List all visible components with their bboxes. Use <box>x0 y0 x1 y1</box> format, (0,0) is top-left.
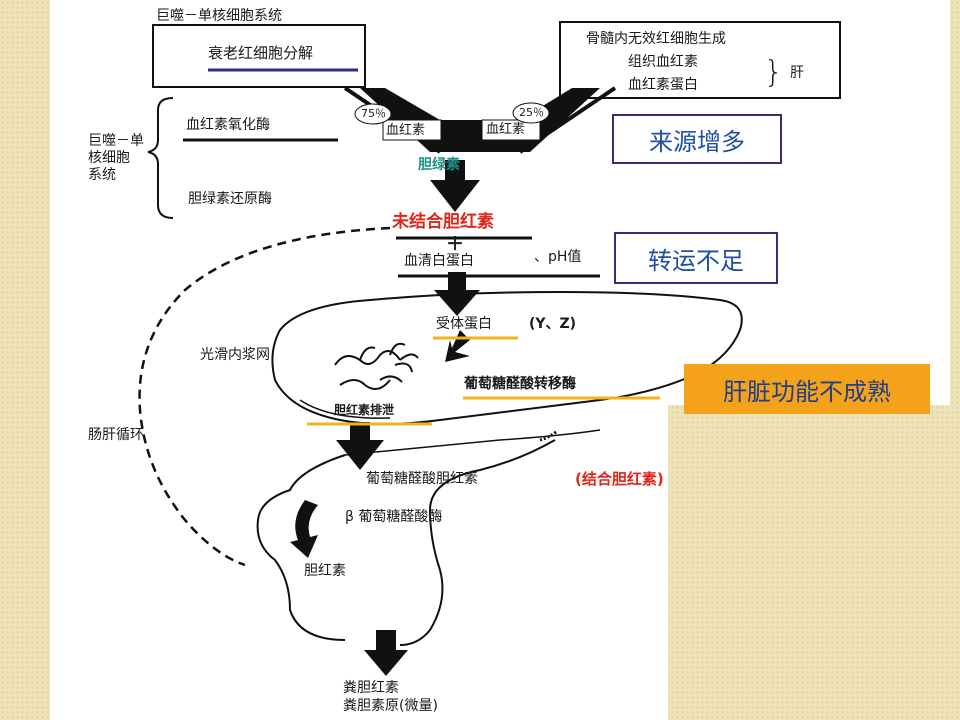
arrow-receptor <box>445 330 470 362</box>
ph-label: 、pH值 <box>534 249 582 265</box>
stercobilinogen-label: 粪胆素原(微量) <box>343 698 438 714</box>
hemoprotein-label: 血红素蛋白 <box>628 77 698 93</box>
biliverdin-reductase-label: 胆绿素还原酶 <box>188 191 272 207</box>
intestine-outline-right <box>399 439 556 646</box>
beta-glucuronidase-label: β 葡萄糖醛酸酶 <box>345 509 443 525</box>
pct75-label: 75％ <box>361 107 386 120</box>
glucuronide-label: 葡萄糖醛酸胆红素 <box>366 471 478 487</box>
marrow-label: 骨髓内无效红细胞生成 <box>586 31 726 47</box>
enterohepatic-label: 肠肝循环 <box>88 427 144 443</box>
pct25-badge <box>512 102 550 124</box>
plus-sign: ＋ <box>446 234 464 255</box>
tissue-heme-label: 组织血红素 <box>628 54 698 70</box>
unconjugated-bilirubin-label: 未结合胆红素 <box>392 212 494 232</box>
albumin-label: 血清白蛋白 <box>404 253 474 269</box>
mps-side-label: 巨噬－单 核细胞 系统 <box>88 133 144 183</box>
marrow-box <box>559 21 841 99</box>
heme-left-label-box <box>382 119 442 141</box>
callout-transport-deficit: 转运不足 <box>614 232 778 284</box>
receptor-protein-label: 受体蛋白 <box>436 316 492 332</box>
callout-source-increase: 来源增多 <box>612 114 782 164</box>
heme-left-label: 血红素 <box>386 123 426 138</box>
bilirubin-label: 胆红素 <box>304 563 346 579</box>
callout-liver-immature: 肝脏功能不成熟 <box>684 364 930 414</box>
diagram-panel-right <box>668 0 950 405</box>
heme-oxygenase-label: 血红素氧化酶 <box>186 117 270 133</box>
heme-right-label: 血红素 <box>486 122 526 137</box>
liver-source-label: 肝 <box>790 65 804 81</box>
heme-right-label-box <box>481 119 541 141</box>
conjugated-bilirubin-label: (结合胆红素) <box>575 470 664 488</box>
excretion-label: 胆红素排泄 <box>334 403 395 417</box>
ser-squiggle <box>334 342 419 390</box>
senescent-rbc-label: 衰老红细胞分解 <box>208 44 314 62</box>
mps-brace <box>147 97 174 219</box>
mps-top-label: 巨噬－单核细胞系统 <box>156 8 282 24</box>
arrow-excretion <box>336 422 384 470</box>
liver-brace: } <box>764 55 784 90</box>
senescent-rbc-box <box>152 24 366 88</box>
intestine-outline-left <box>256 454 346 641</box>
yz-label: (Y、Z) <box>529 316 577 332</box>
arrow-to-unconj <box>430 160 480 212</box>
stercobilin-label: 粪胆红素 <box>343 680 399 696</box>
arrow-curve-bilirubin <box>290 500 318 558</box>
arrow-to-stool <box>364 630 408 676</box>
ugt-label: 葡萄糖醛酸转移酶 <box>464 376 576 392</box>
pct25-label: 25％ <box>519 106 544 119</box>
smooth-er-label: 光滑内浆网 <box>200 347 270 363</box>
pct75-badge <box>354 103 392 125</box>
biliverdin-label: 胆绿素 <box>418 157 460 173</box>
